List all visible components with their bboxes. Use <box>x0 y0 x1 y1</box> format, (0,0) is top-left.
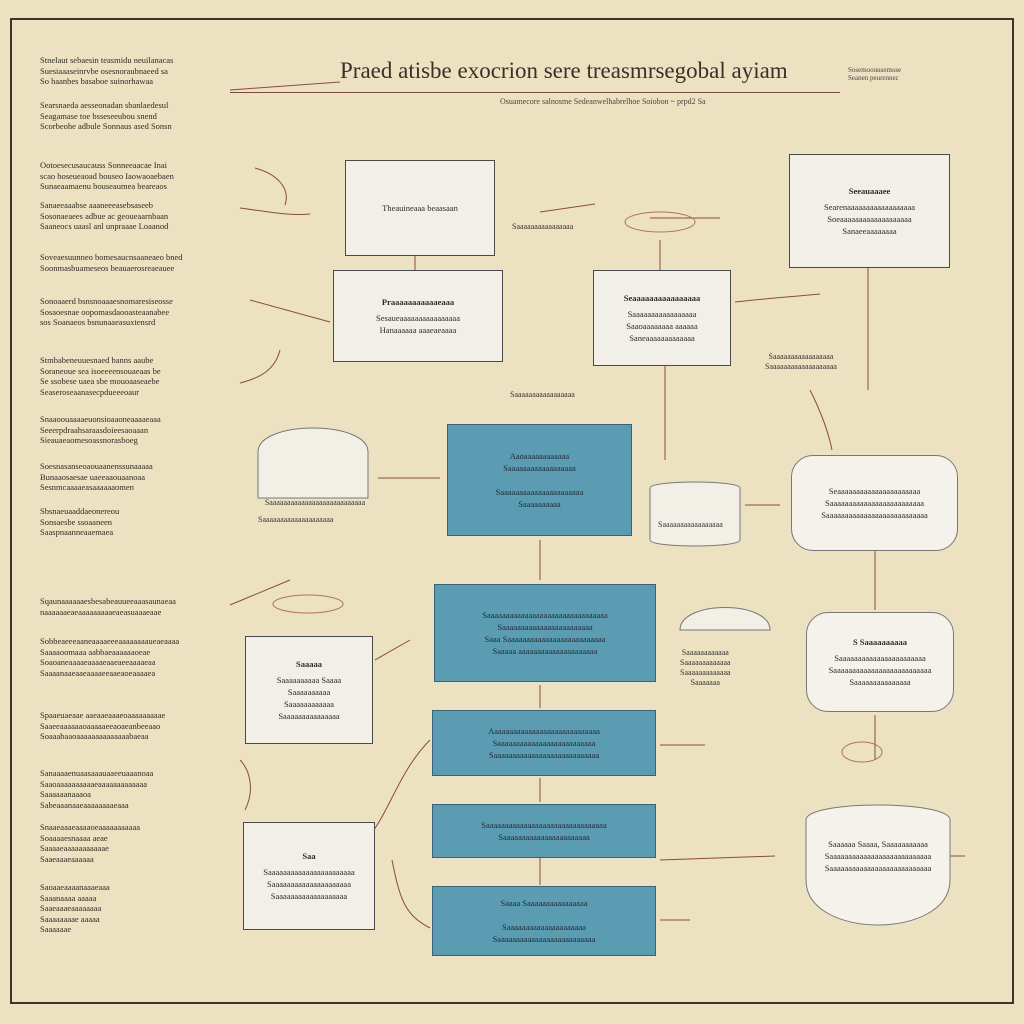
blue-process-1: Aaoaaaaaaaaaaaa Saaaaaaaaaaaaaaaaaa Saaa… <box>447 424 632 536</box>
diagram-subtitle: Osuamecore salnosme Sedeanwelhabrelhoe S… <box>500 97 706 106</box>
box-body: Saaaaaaaaaa Saaaa Saaaaaaaaaa Saaaaaaaaa… <box>276 675 342 721</box>
left-note: Soveaesuunneo bomesaucnsaaneaeo bned Soo… <box>40 252 183 273</box>
box-heading: Saa <box>302 851 316 861</box>
box-text: Theauineaaa beaasaan <box>382 203 458 213</box>
drum-caption: Saaaaaaaaaaaaaaaaaaaa <box>258 515 334 524</box>
blue-process-3: Aaaaaaaaaaaaaaaaaaaaaaaaaaaaa Saaaaaaaaa… <box>432 710 656 776</box>
box-heading: S Saaaaaaaaaa <box>852 637 908 647</box>
left-note: Searsnaeda aesseonadan sbanlaedesul Seag… <box>40 100 172 131</box>
box-body: Saaaaaaaaaaaaaaaaaaaaaaa Saaaaaaaaaaaaaa… <box>828 653 932 687</box>
box-heading: Seaaaaaaaaaaaaaaaa <box>623 293 701 303</box>
arrow-label: Saaaaaaaaaaaaaaaaa <box>510 390 575 399</box>
left-note: Snaaoouaaaaeuonsioaaoneaaaaeaaa Seeerpdr… <box>40 414 161 445</box>
process-box-left-1: Saaaaa Saaaaaaaaaa Saaaa Saaaaaaaaaa Saa… <box>245 636 373 744</box>
document-box-center-right: Seaaaaaaaaaaaaaaaa Saaaaaaaaaaaaaaaaa Sa… <box>593 270 731 366</box>
process-box-top: Theauineaaa beaasaan <box>345 160 495 256</box>
left-note: Sanaeeaaabse aaaneeeasebsaseeb Sosonaeae… <box>40 200 169 231</box>
box-caption: Saneaaaaaaaaaaaaa <box>629 333 695 343</box>
arrow-label: Saaaaaaaaaaaaaaaaa Saaaaaaaaaaaaaaaaaaa <box>765 352 837 371</box>
arrow-label: Saaaaaaaaaaaaaaaa <box>512 222 574 231</box>
box-heading: Praaaaaaaaaaaeaaa <box>381 297 455 307</box>
left-note: Soesnasanseoaouaanenssunaaaaa Bunaaosaes… <box>40 461 153 492</box>
rounded-node-right-2: S Saaaaaaaaaa Saaaaaaaaaaaaaaaaaaaaaaa S… <box>806 612 954 712</box>
box-text: Saaaaaaaaaaaaaaaaaaaaaaaaaaaaaaaa Saaaaa… <box>481 820 607 842</box>
cylinder-node-right: Saaaaaa Saaaa, Saaaaaaaaaaa Saaaaaaaaaaa… <box>806 826 950 886</box>
box-heading: Saaaaa <box>296 659 322 669</box>
left-note: Stnelaut sebaesin teasmidu neuilanacas S… <box>40 55 174 86</box>
left-note: Sanaaaaenuaasaaauaaeeuaaanoaa Saaoaaaaaa… <box>40 768 154 810</box>
left-note: Saoaaeaaaanaaaeaaa Saaanaaaa aaaaa Saaea… <box>40 882 110 934</box>
left-note: Snaaeaaaeaaaaoeaaaaaaaaaaa Soaaaaesnaaaa… <box>40 822 140 864</box>
box-text: Saaaaaa Saaaa, Saaaaaaaaaaa Saaaaaaaaaaa… <box>824 839 932 873</box>
box-text: Seaaaaaaaaaaaaaaaaaaaaaa Saaaaaaaaaaaaaa… <box>821 486 928 520</box>
title-underline <box>230 92 840 93</box>
document-box-top-right: Seeauaaaee Searenaaaaaaaaaaaaaaaaaa Soea… <box>789 154 950 268</box>
box-text: Saaaa Saaaaaaaaaaaaaaaa Saaaaaaaaaaaaaaa… <box>492 898 596 944</box>
diagram-frame <box>10 18 1014 1004</box>
diagram-title: Praed atisbe exocrion sere treasmrsegoba… <box>340 58 788 83</box>
box-body: Sesaueaaaaaaaaaaaaaaaa Hanaaaaaa aaaeaea… <box>376 313 460 335</box>
side-note-right: Saaaaaaaaaaaa Saaaaaaaaaaaaa Saaaaaaaaaa… <box>680 648 731 687</box>
box-body: Saaaaaaaaaaaaaaaaa Saaoaaaaaaaa aaaaaa <box>626 309 698 331</box>
rounded-node-right-1: Seaaaaaaaaaaaaaaaaaaaaaa Saaaaaaaaaaaaaa… <box>791 455 958 551</box>
cylinder-caption: Saaaaaaaaaaaaaaaaa <box>658 520 723 529</box>
box-heading: Seeauaaaee <box>848 186 891 196</box>
blue-process-5: Saaaa Saaaaaaaaaaaaaaaa Saaaaaaaaaaaaaaa… <box>432 886 656 956</box>
drum-node-left: Saaaaaaaaaaaaaaaaaaaaaaaaaaa <box>264 498 366 507</box>
box-body: Searenaaaaaaaaaaaaaaaaaa Soeaaaaaaaaaaaa… <box>823 202 916 236</box>
left-note: Sqaunaaaaaaesbesabeauueeaaasaunaeaa naaa… <box>40 596 176 617</box>
corner-note: Sosemoouusemose Seanen peurennec <box>848 66 902 82</box>
left-note: Stmbabeneuuesnaed banns aaube Soraneoue … <box>40 355 161 397</box>
left-note: Spaaeuaeaae aaeaaeaaaeoaaaaaaaaae Saaeea… <box>40 710 166 741</box>
process-box-left-2: Saa Saaaaaaaaaaaaaaaaaaaaaaa Saaaaaaaaaa… <box>243 822 375 930</box>
process-box-center-left: Praaaaaaaaaaaeaaa Sesaueaaaaaaaaaaaaaaaa… <box>333 270 503 362</box>
box-text: Aaoaaaaaaaaaaaa Saaaaaaaaaaaaaaaaaa Saaa… <box>495 451 584 509</box>
box-text: Saaaaaaaaaaaaaaaaaaaaaaaaaaaaaaaa Saaaaa… <box>482 610 608 656</box>
blue-process-4: Saaaaaaaaaaaaaaaaaaaaaaaaaaaaaaaa Saaaaa… <box>432 804 656 858</box>
box-body: Saaaaaaaaaaaaaaaaaaaaaaa Saaaaaaaaaaaaaa… <box>263 867 355 901</box>
box-text: Aaaaaaaaaaaaaaaaaaaaaaaaaaaaa Saaaaaaaaa… <box>488 726 600 760</box>
left-note: Ootoesecusaucauss Sonneeaacae Inai scao … <box>40 160 174 191</box>
left-note: Sbsnaeuaaddaeonereou Sonsaesbe ssoaaneen… <box>40 506 120 537</box>
left-note: Sonoaaerd bsnsnoaaaesnomaresiseosse Sosa… <box>40 296 173 327</box>
left-note: Sobbeaeeeaaneaaaaeeeaaaaaaaaueaeaaaa Saa… <box>40 636 180 678</box>
blue-process-2: Saaaaaaaaaaaaaaaaaaaaaaaaaaaaaaaa Saaaaa… <box>434 584 656 682</box>
